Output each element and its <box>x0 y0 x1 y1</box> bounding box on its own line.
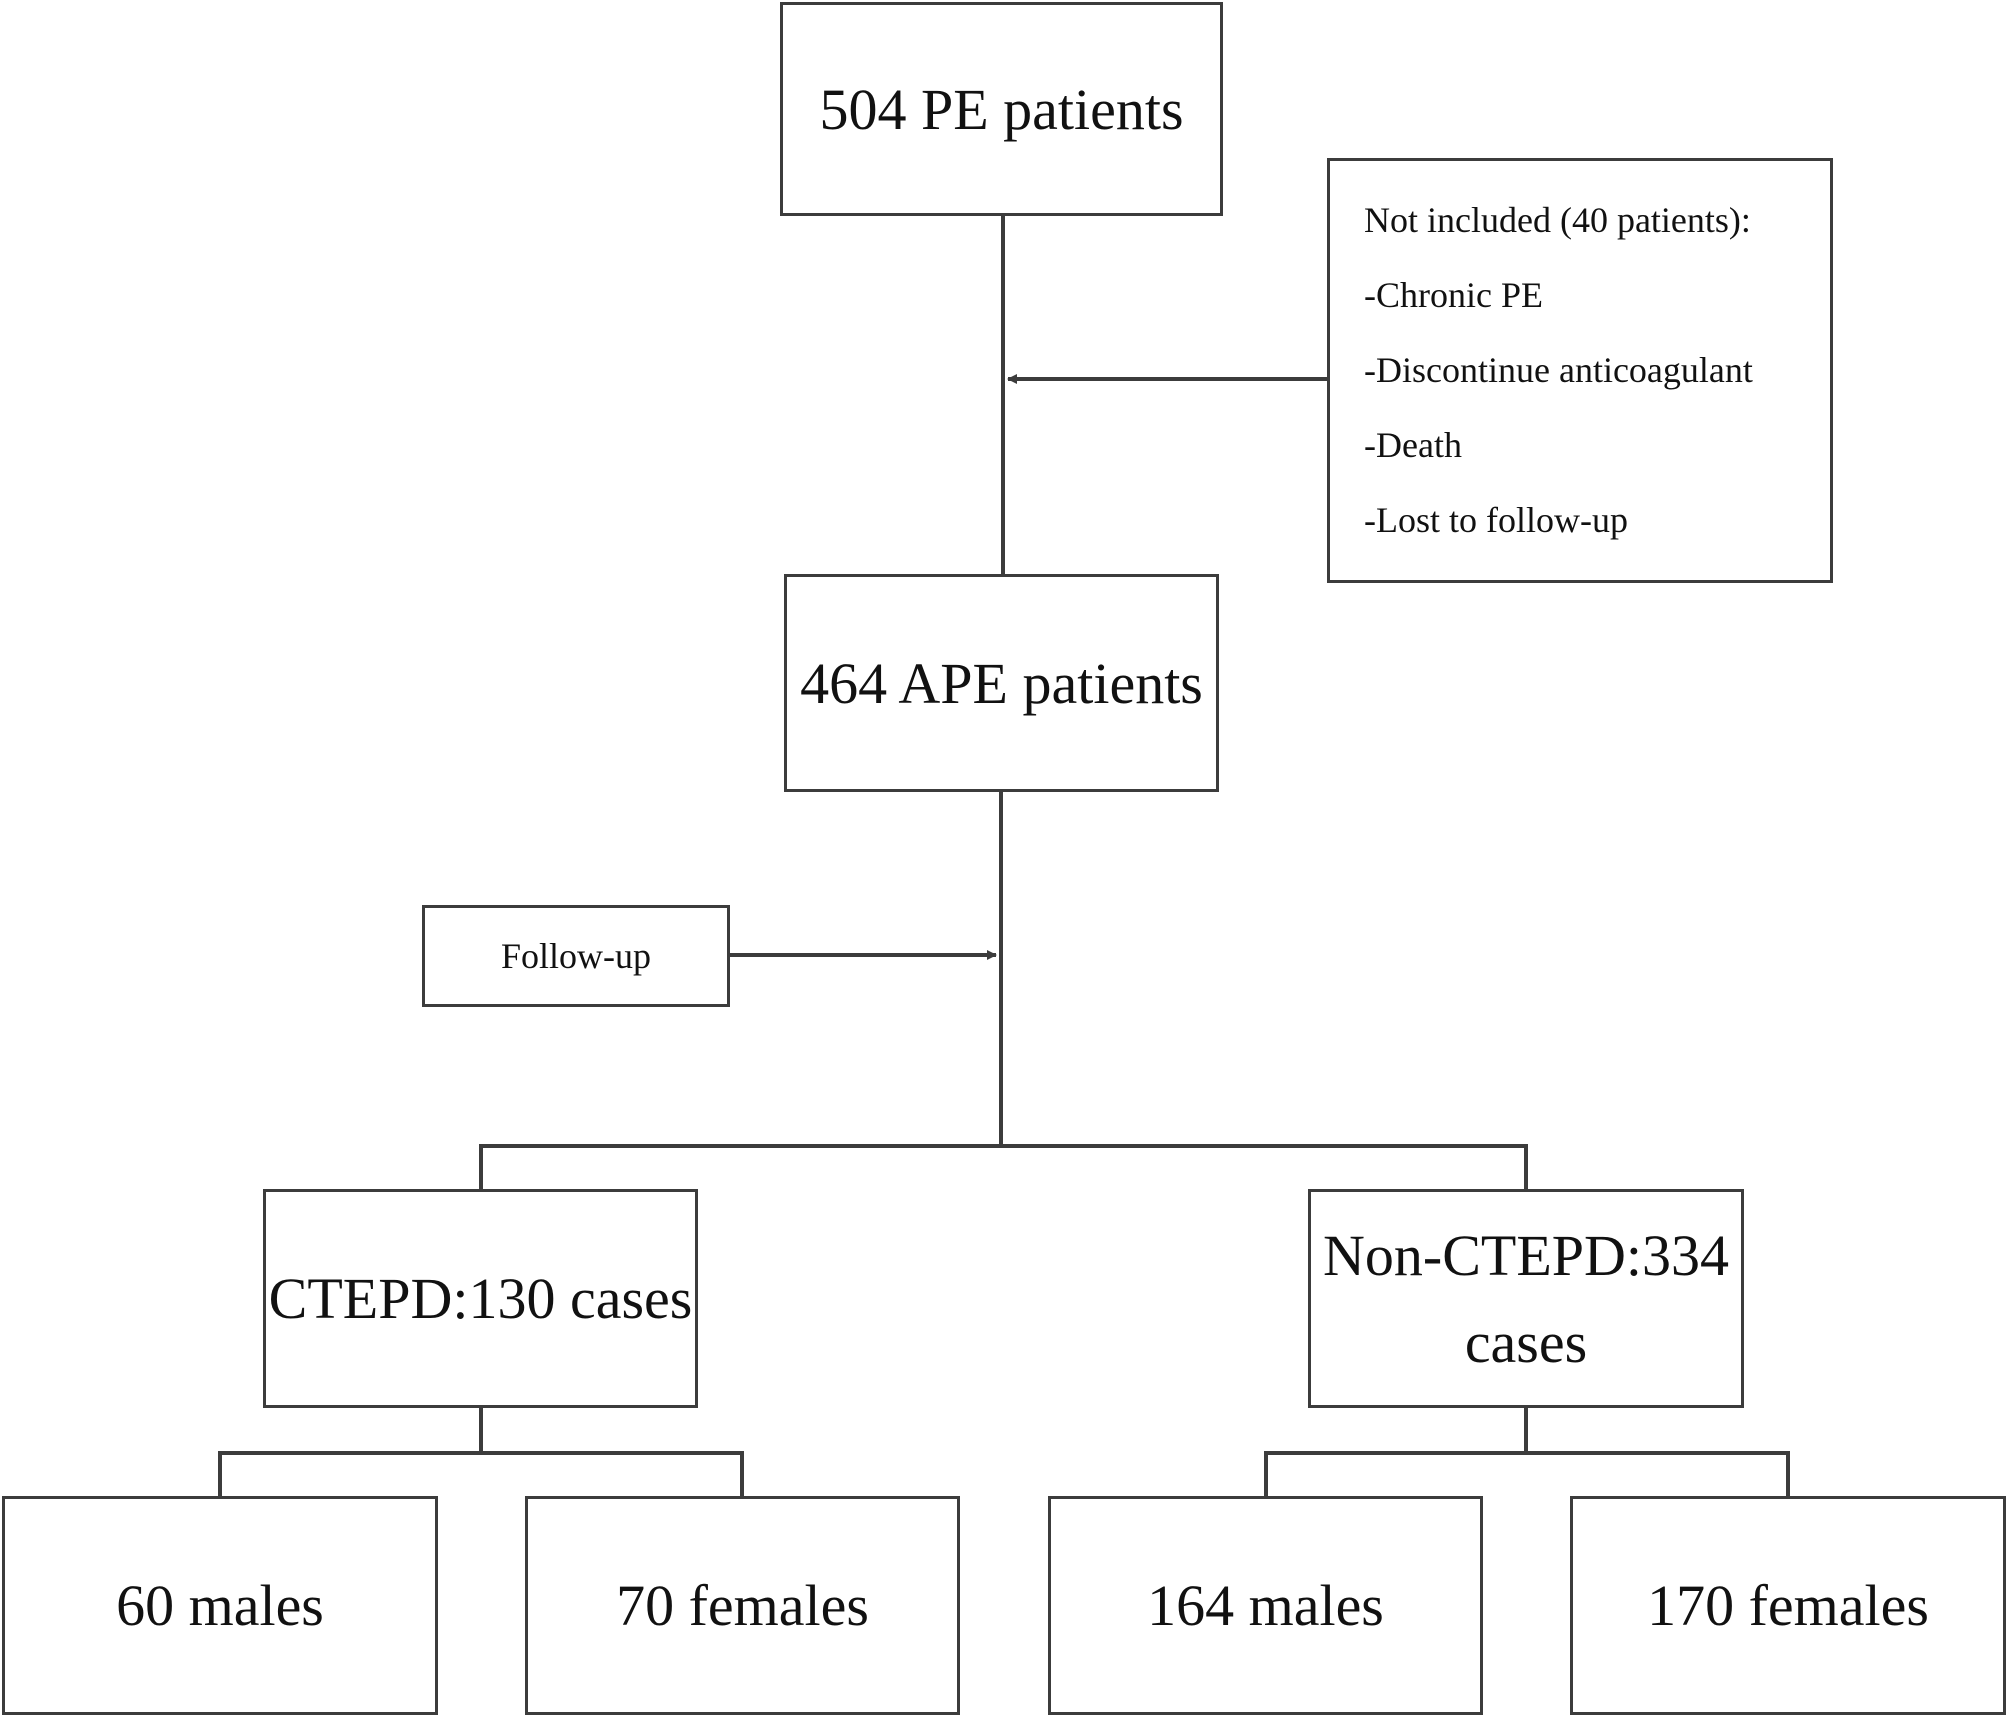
node-follow-up: Follow-up <box>422 905 730 1007</box>
node-non-ctepd-females: 170 females <box>1570 1496 2006 1715</box>
node-ctepd-label: CTEPD:130 cases <box>268 1266 693 1331</box>
node-non-ctepd-males-label: 164 males <box>1147 1573 1384 1638</box>
node-ctepd-females-label: 70 females <box>616 1573 869 1638</box>
node-ctepd-males: 60 males <box>2 1496 438 1715</box>
node-non-ctepd-label: Non-CTEPD:334 cases <box>1323 1222 1729 1375</box>
exclusion-title: Not included (40 patients): <box>1364 200 1751 240</box>
exclusion-item-chronic-pe: -Chronic PE <box>1364 275 1543 315</box>
node-464-ape-patients: 464 APE patients <box>784 574 1219 792</box>
connector-non-ctepd-split <box>1264 1451 1790 1497</box>
node-non-ctepd-females-label: 170 females <box>1647 1573 1929 1638</box>
node-504-pe-patients-label: 504 PE patients <box>819 76 1184 142</box>
node-464-ape-patients-label: 464 APE patients <box>800 650 1203 716</box>
node-follow-up-label: Follow-up <box>500 936 651 976</box>
exclusion-item-lost-to-follow-up: -Lost to follow-up <box>1364 500 1628 540</box>
node-504-pe-patients: 504 PE patients <box>780 2 1223 216</box>
connector-split <box>479 1144 1528 1190</box>
node-ctepd-females: 70 females <box>525 1496 960 1715</box>
node-exclusion-criteria: Not included (40 patients): -Chronic PE … <box>1327 158 1833 583</box>
node-non-ctepd-males: 164 males <box>1048 1496 1483 1715</box>
exclusion-item-death: -Death <box>1364 425 1462 465</box>
node-ctepd: CTEPD:130 cases <box>263 1189 698 1408</box>
node-non-ctepd: Non-CTEPD:334 cases <box>1308 1189 1744 1408</box>
node-ctepd-males-label: 60 males <box>116 1573 324 1638</box>
connector-ctepd-split <box>218 1451 744 1497</box>
exclusion-item-discontinue-anticoagulant: -Discontinue anticoagulant <box>1364 350 1753 390</box>
